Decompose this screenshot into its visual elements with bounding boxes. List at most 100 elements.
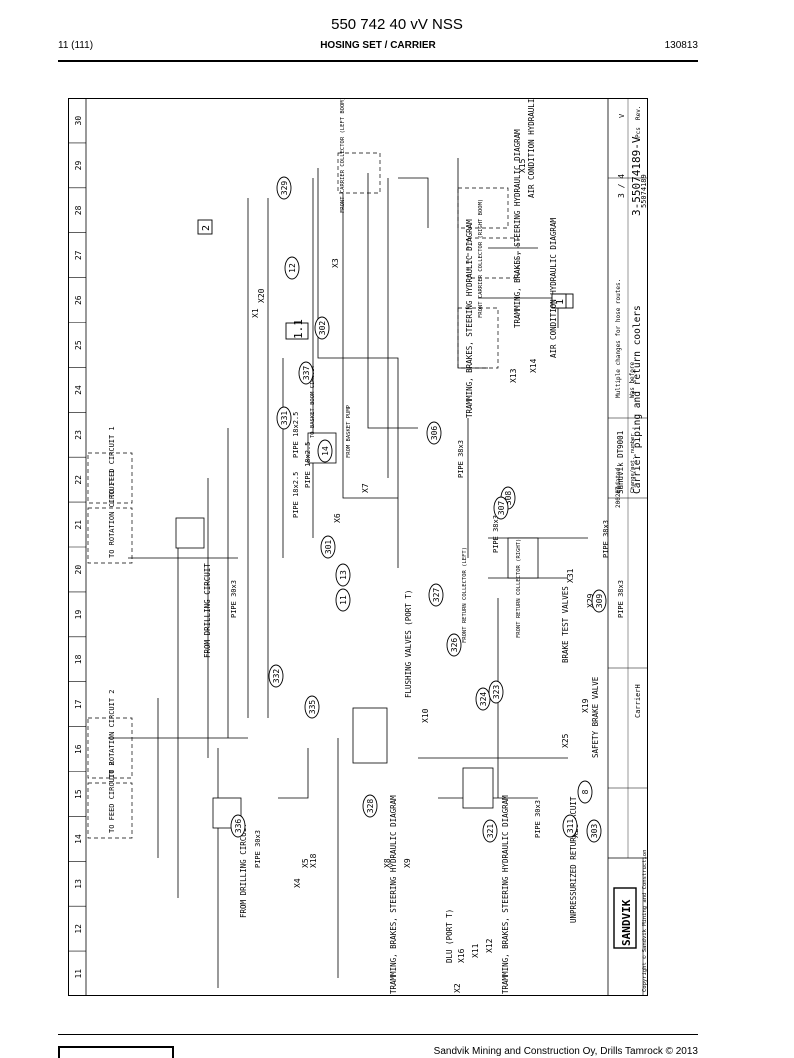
svg-text:13: 13 [339, 570, 348, 580]
label-flushing-valves: FLUSHING VALVES (PORT T) [404, 590, 413, 698]
callout-329: 329 [276, 176, 292, 200]
footer-divider [58, 1034, 698, 1035]
label-brake-test-valves: BRAKE TEST VALVES [561, 586, 570, 663]
connector-x6: X6 [333, 513, 342, 523]
svg-text:335: 335 [308, 700, 317, 715]
svg-text:324: 324 [479, 692, 488, 707]
callout-13: 13 [335, 563, 351, 587]
document-number: 550 742 40 vV NSS [331, 16, 463, 33]
label-front-carrier-right: FRONT CARRIER COLLECTOR (RIGHT BOOM) [478, 199, 484, 318]
grid-number: 28 [74, 205, 83, 215]
connector-x11: X11 [471, 943, 480, 958]
schematic-labels: TO FEED CIRCUIT 1TO ROTATION CIRCUIT 1TO… [108, 98, 625, 994]
connector-x10: X10 [421, 708, 430, 723]
label-to-feed-circuit-2: TO FEED CIRCUIT 2 [108, 761, 116, 833]
svg-text:326: 326 [450, 638, 459, 653]
grid-number: 19 [74, 610, 83, 620]
label-to-feed-circuit-1: TO FEED CIRCUIT 1 [108, 426, 116, 498]
callout-336: 336 [230, 814, 246, 838]
label-pipe-30x3-b: PIPE 30x3 [254, 830, 262, 868]
label-to-basket-boom: TO BASKET BOOM CIRCUIT [310, 364, 316, 438]
connector-x4: X4 [293, 878, 302, 888]
connector-x8: X8 [383, 858, 392, 868]
callout-8: 8 [577, 780, 593, 804]
hydraulic-schematic: 1112131415161718192021222324252627282930… [68, 98, 648, 996]
connector-x18: X18 [309, 853, 318, 868]
label-pipe-38x3-c: PIPE 38x3 [602, 520, 610, 558]
svg-text:8: 8 [581, 789, 590, 794]
title-copyright: Copyright © Sandvik Mining and Construct… [642, 850, 648, 992]
svg-text:12: 12 [288, 263, 297, 273]
svg-text:311: 311 [566, 819, 575, 834]
label-tramming-2: TRAMMING, BRAKES, STEERING HYDRAULIC DIA… [513, 129, 522, 328]
connector-x1: X1 [251, 308, 260, 318]
callout-332: 332 [268, 664, 284, 688]
connector-x29: X29 [586, 593, 595, 608]
label-front-carrier-left: FRONT CARRIER COLLECTOR (LEFT BOOM) [340, 98, 346, 213]
label-safety-brake-valve: SAFETY BRAKE VALVE [591, 676, 600, 758]
label-pipe-38x3-d: PIPE 38x3 [617, 580, 625, 618]
grid-number: 17 [74, 699, 83, 709]
title-revision: V [618, 113, 626, 118]
label-pipe-18x25-a: PIPE 18x2.5 [292, 472, 300, 518]
callout-302: 302 [314, 316, 330, 340]
sandvik-logo [613, 887, 637, 949]
callout-324: 324 [475, 687, 491, 711]
collector-boxes [87, 152, 519, 839]
drawing-frame [68, 98, 648, 996]
callout-335: 335 [304, 695, 320, 719]
title-drawing-title: Carrier piping and return coolers [632, 305, 643, 494]
callout-303: 303 [586, 819, 602, 843]
svg-text:336: 336 [234, 819, 243, 834]
connector-x31: X31 [566, 568, 575, 583]
callout-321: 321 [482, 819, 498, 843]
callout-326: 326 [446, 633, 462, 657]
svg-text:331: 331 [280, 411, 289, 426]
svg-text:307: 307 [497, 501, 506, 516]
connector-x2: X2 [453, 983, 462, 993]
label-from-basket-pump: FROM BASKET PUMP [346, 404, 352, 458]
pipe-network [108, 158, 588, 988]
footer-copyright: Sandvik Mining and Construction Oy, Dril… [433, 1046, 698, 1057]
title-sub-number: 55074189 [640, 174, 648, 208]
label-tramming-1: TRAMMING, BRAKES, STEERING HYDRAULIC DIA… [465, 219, 474, 418]
svg-text:329: 329 [280, 181, 289, 196]
svg-text:332: 332 [272, 669, 281, 684]
callout-306: 306 [426, 421, 442, 445]
grid-number: 30 [74, 116, 83, 126]
callout-327: 327 [428, 583, 444, 607]
grid-number: 21 [74, 520, 83, 530]
label-front-return-right: FRONT RETURN COLLECTOR (RIGHT) [516, 539, 522, 638]
connector-x12: X12 [485, 938, 494, 953]
label-front-return-left: FRONT RETURN COLLECTOR (LEFT) [462, 547, 468, 643]
connector-x19: X19 [581, 698, 590, 713]
label-pipe-38x3-b: PIPE 38x3 [457, 440, 465, 478]
connector-x25: X25 [561, 733, 570, 748]
svg-text:11: 11 [339, 595, 348, 605]
svg-text:301: 301 [324, 540, 333, 555]
svg-text:327: 327 [432, 588, 441, 603]
grid-number: 15 [74, 789, 83, 799]
connector-x7: X7 [361, 483, 370, 493]
grid-number: 23 [74, 430, 83, 440]
label-from-drilling-circuit-2: FROM DRILLING CIRCUIT [239, 823, 248, 918]
title-block: SANDVIK Copyright © Sandvik Mining and C… [607, 98, 648, 996]
callout-309: 309 [591, 589, 607, 613]
grid-number: 20 [74, 565, 83, 575]
mark-1-1: 1.1 [292, 319, 305, 339]
page-number: 11 (111) [58, 40, 94, 51]
svg-text:14: 14 [321, 446, 330, 456]
section-title: HOSING SET / CARRIER [320, 40, 436, 51]
callout-331: 331 [276, 406, 292, 430]
title-date: 200217 [615, 486, 622, 508]
svg-text:321: 321 [486, 824, 495, 839]
callout-323: 323 [488, 680, 504, 704]
grid-number: 16 [74, 744, 83, 754]
title-sheet: 3 / 4 [617, 174, 626, 198]
title-pcs: Pcs [635, 127, 642, 138]
title-rev-note: Multiple changes for hose routes. [615, 279, 622, 398]
connector-x5: X5 [301, 858, 310, 868]
grid-number: 12 [74, 924, 83, 934]
